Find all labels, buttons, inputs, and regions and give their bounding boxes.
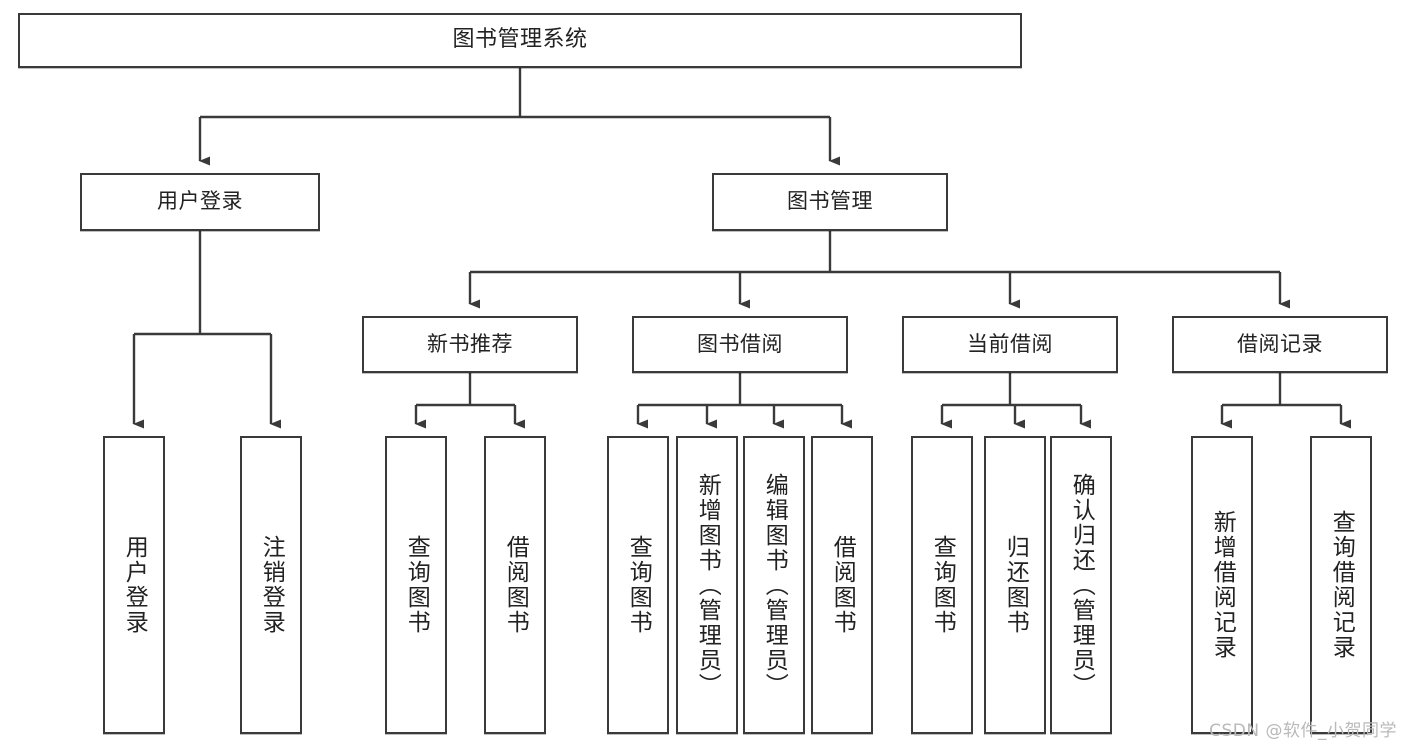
node-label: 当前借阅	[967, 331, 1053, 356]
node-label: 查询图书	[403, 535, 430, 635]
node-label: 新书推荐	[427, 331, 513, 356]
node-leaf-logout[interactable]: 注销登录	[240, 436, 302, 734]
node-label: 借阅图书	[502, 535, 529, 635]
node-leaf-query-book-3[interactable]: 查询图书	[911, 436, 973, 734]
node-leaf-borrow-book-1[interactable]: 借阅图书	[484, 436, 546, 734]
node-label: 新增图书（管理员）	[694, 472, 721, 698]
node-current-borrow[interactable]: 当前借阅	[902, 316, 1118, 373]
node-user-login[interactable]: 用户登录	[80, 173, 320, 231]
node-label: 查询图书	[625, 535, 652, 635]
node-leaf-query-record[interactable]: 查询借阅记录	[1310, 436, 1372, 734]
node-label: 图书管理	[787, 189, 873, 214]
node-book-manage[interactable]: 图书管理	[712, 173, 948, 231]
node-label: 用户登录	[157, 189, 243, 214]
node-label: 归还图书	[1002, 535, 1029, 635]
node-label: 注销登录	[258, 535, 285, 635]
node-root[interactable]: 图书管理系统	[18, 13, 1022, 68]
node-book-borrow[interactable]: 图书借阅	[632, 316, 848, 373]
node-leaf-query-book-1[interactable]: 查询图书	[385, 436, 447, 734]
node-label: 新增借阅记录	[1209, 510, 1236, 660]
node-new-book-rec[interactable]: 新书推荐	[362, 316, 578, 373]
node-leaf-return-book[interactable]: 归还图书	[984, 436, 1046, 734]
node-label: 查询图书	[929, 535, 956, 635]
node-label: 借阅图书	[829, 535, 856, 635]
node-label: 借阅记录	[1237, 331, 1323, 356]
node-leaf-user-login[interactable]: 用户登录	[103, 436, 165, 734]
node-leaf-add-book[interactable]: 新增图书（管理员）	[676, 436, 738, 734]
node-leaf-edit-book[interactable]: 编辑图书（管理员）	[743, 436, 805, 734]
node-label: 确认归还（管理员）	[1068, 472, 1095, 698]
node-leaf-add-record[interactable]: 新增借阅记录	[1191, 436, 1253, 734]
node-label: 编辑图书（管理员）	[761, 472, 788, 698]
node-label: 查询借阅记录	[1328, 510, 1355, 660]
node-label: 图书借阅	[697, 331, 783, 356]
node-leaf-confirm-return[interactable]: 确认归还（管理员）	[1050, 436, 1112, 734]
node-label: 用户登录	[121, 535, 148, 635]
node-label: 图书管理系统	[452, 27, 588, 53]
node-leaf-query-book-2[interactable]: 查询图书	[607, 436, 669, 734]
node-borrow-record[interactable]: 借阅记录	[1172, 316, 1388, 373]
csdn-watermark: CSDN @软件_小贺同学	[1209, 721, 1397, 741]
node-leaf-borrow-book-2[interactable]: 借阅图书	[811, 436, 873, 734]
